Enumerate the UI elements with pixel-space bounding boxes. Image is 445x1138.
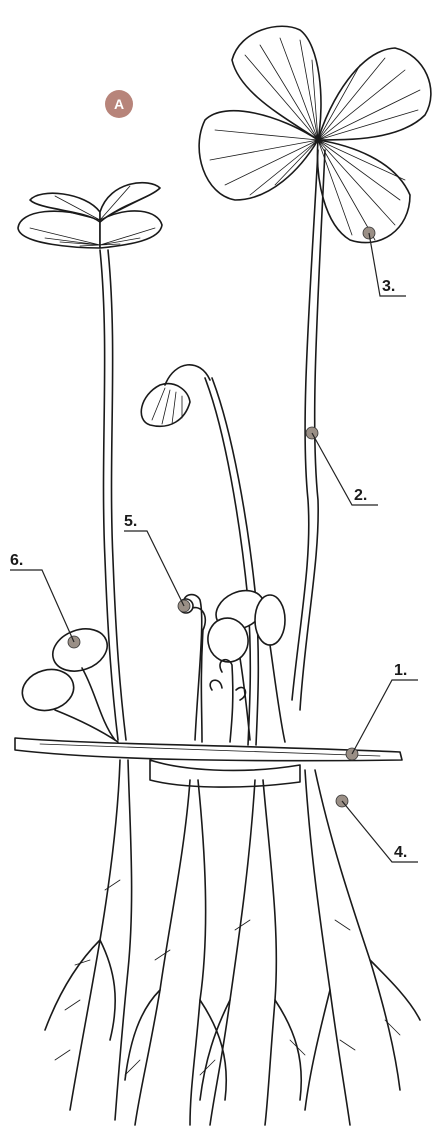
panel-badge: A [105, 90, 133, 118]
rhizome [15, 738, 402, 787]
callout-1-label: 1. [394, 662, 407, 679]
panel-letter: A [114, 96, 124, 112]
callout-4: 4. [336, 795, 418, 862]
callout-3-label: 3. [382, 278, 395, 295]
callout-4-label: 4. [394, 844, 407, 861]
callout-6-label: 6. [10, 552, 23, 569]
small-folded-leaf [18, 183, 162, 248]
callout-2-label: 2. [354, 487, 367, 504]
young-curled-leaf [141, 365, 210, 427]
callout-5: 5. [124, 513, 190, 612]
callout-5-label: 5. [124, 513, 137, 530]
callout-1: 1. [346, 662, 418, 760]
roots [45, 760, 420, 1125]
